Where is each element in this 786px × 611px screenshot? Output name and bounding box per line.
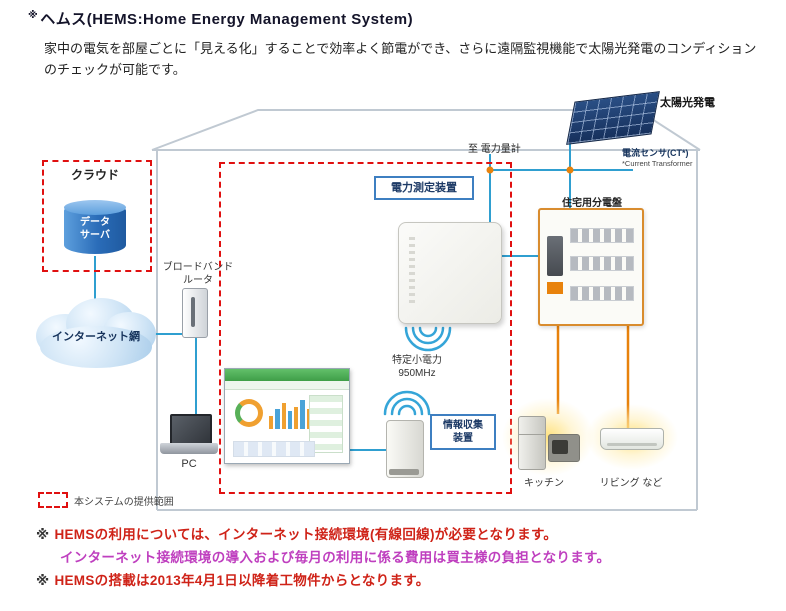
broadband-router-icon: [182, 288, 208, 338]
house-outline: [151, 109, 701, 511]
dashboard-toolbar: [225, 381, 349, 390]
junction-dot: [486, 166, 494, 174]
distribution-panel-label: 住宅用分電盤: [562, 198, 622, 209]
note-mark: ※: [36, 573, 50, 588]
power-measure-label: 電力測定装置: [374, 176, 474, 200]
router-slot: [191, 297, 195, 327]
dashboard-footer-strip: [233, 441, 315, 457]
bar: [287, 411, 293, 429]
main-breaker: [547, 236, 563, 276]
cloud-dashed-box: [42, 160, 152, 272]
power-meter-label: 至 電力量計: [468, 144, 521, 155]
power-measure-device-icon: [398, 222, 502, 324]
description-text: 家中の電気を部屋ごとに「見える化」することで効率よく節電ができ、さらに遠隔監視機…: [44, 41, 757, 78]
breaker-accent: [547, 282, 563, 294]
wireless-band-label: 特定小電力 950MHz: [392, 355, 442, 379]
bar: [294, 406, 299, 429]
ct-sensor-title: 電流センサ(CT*): [622, 148, 689, 158]
ct-sensor-label: 電流センサ(CT*) *Current Transformer: [622, 148, 726, 168]
solar-label: 太陽光発電: [660, 97, 715, 109]
note-text: HEMSの利用については、インターネット接続環境(有線回線)が必要となります。: [54, 527, 558, 542]
breaker-row: [570, 228, 634, 243]
note-mark: ※: [36, 527, 50, 542]
data-collector-label: 情報収集 装置: [430, 414, 496, 450]
bar: [300, 399, 305, 429]
wifi-waves-up-icon: [383, 390, 431, 416]
fridge-icon: [518, 416, 546, 470]
dashboard-header-bar: [225, 369, 349, 381]
air-conditioner-icon: [600, 428, 664, 450]
bar: [275, 409, 280, 429]
internet-label: インターネット網: [52, 331, 140, 343]
page-title: ※ヘムス(HEMS:Home Energy Management System): [28, 8, 413, 29]
breaker-row: [570, 286, 634, 301]
cloud-blob: [40, 326, 152, 368]
note-line-1: ※ HEMSの利用については、インターネット接続環境(有線回線)が必要となります。: [36, 523, 557, 543]
dashboard-table: [309, 395, 343, 453]
ct-sensor-subtitle: *Current Transformer: [622, 158, 693, 168]
legend: 本システムの提供範囲: [38, 492, 174, 508]
bar: [269, 416, 274, 429]
living-label: リビング など: [599, 478, 663, 489]
data-collector-device-icon: [386, 420, 424, 478]
router-label: ブロードバンド ルータ: [162, 262, 234, 286]
note-line-3: ※ HEMSの搭載は2013年4月1日以降着工物件からとなります。: [36, 569, 430, 589]
system-provision-boundary: [219, 162, 512, 494]
junction-dot: [566, 166, 574, 174]
legend-label: 本システムの提供範囲: [74, 496, 174, 508]
dashboard-screenshot: [224, 368, 350, 464]
cloud-label: クラウド: [70, 168, 119, 182]
note-text: インターネット接続環境の導入および毎月の利用に係る費用は買主様の負担となります。: [60, 550, 611, 565]
dashboard-bar-chart: [269, 397, 311, 429]
wifi-waves-down-icon: [404, 326, 452, 352]
distribution-panel-icon: [538, 208, 644, 326]
internet-cloud-icon: [34, 298, 158, 372]
kitchen-label: キッチン: [524, 478, 564, 489]
note-line-2: インターネット接続環境の導入および毎月の利用に係る費用は買主様の負担となります。: [60, 546, 610, 566]
pc-laptop-base: [160, 443, 218, 454]
bar: [281, 403, 286, 429]
data-server-label: データ サーバ: [80, 217, 110, 241]
title-asterisk-mark: ※: [28, 10, 39, 21]
breaker-row: [570, 256, 634, 271]
bar: [306, 408, 311, 429]
legend-dashed-swatch: [38, 492, 68, 508]
data-server-cylinder-icon: [64, 200, 126, 254]
microwave-icon: [548, 434, 580, 462]
dashboard-gauge-icon: [235, 399, 263, 427]
pc-laptop-icon: [170, 414, 212, 446]
title-text: ヘムス(HEMS:Home Energy Management System): [40, 11, 414, 28]
pc-label: PC: [181, 458, 197, 470]
note-text: HEMSの搭載は2013年4月1日以降着工物件からとなります。: [54, 573, 430, 588]
